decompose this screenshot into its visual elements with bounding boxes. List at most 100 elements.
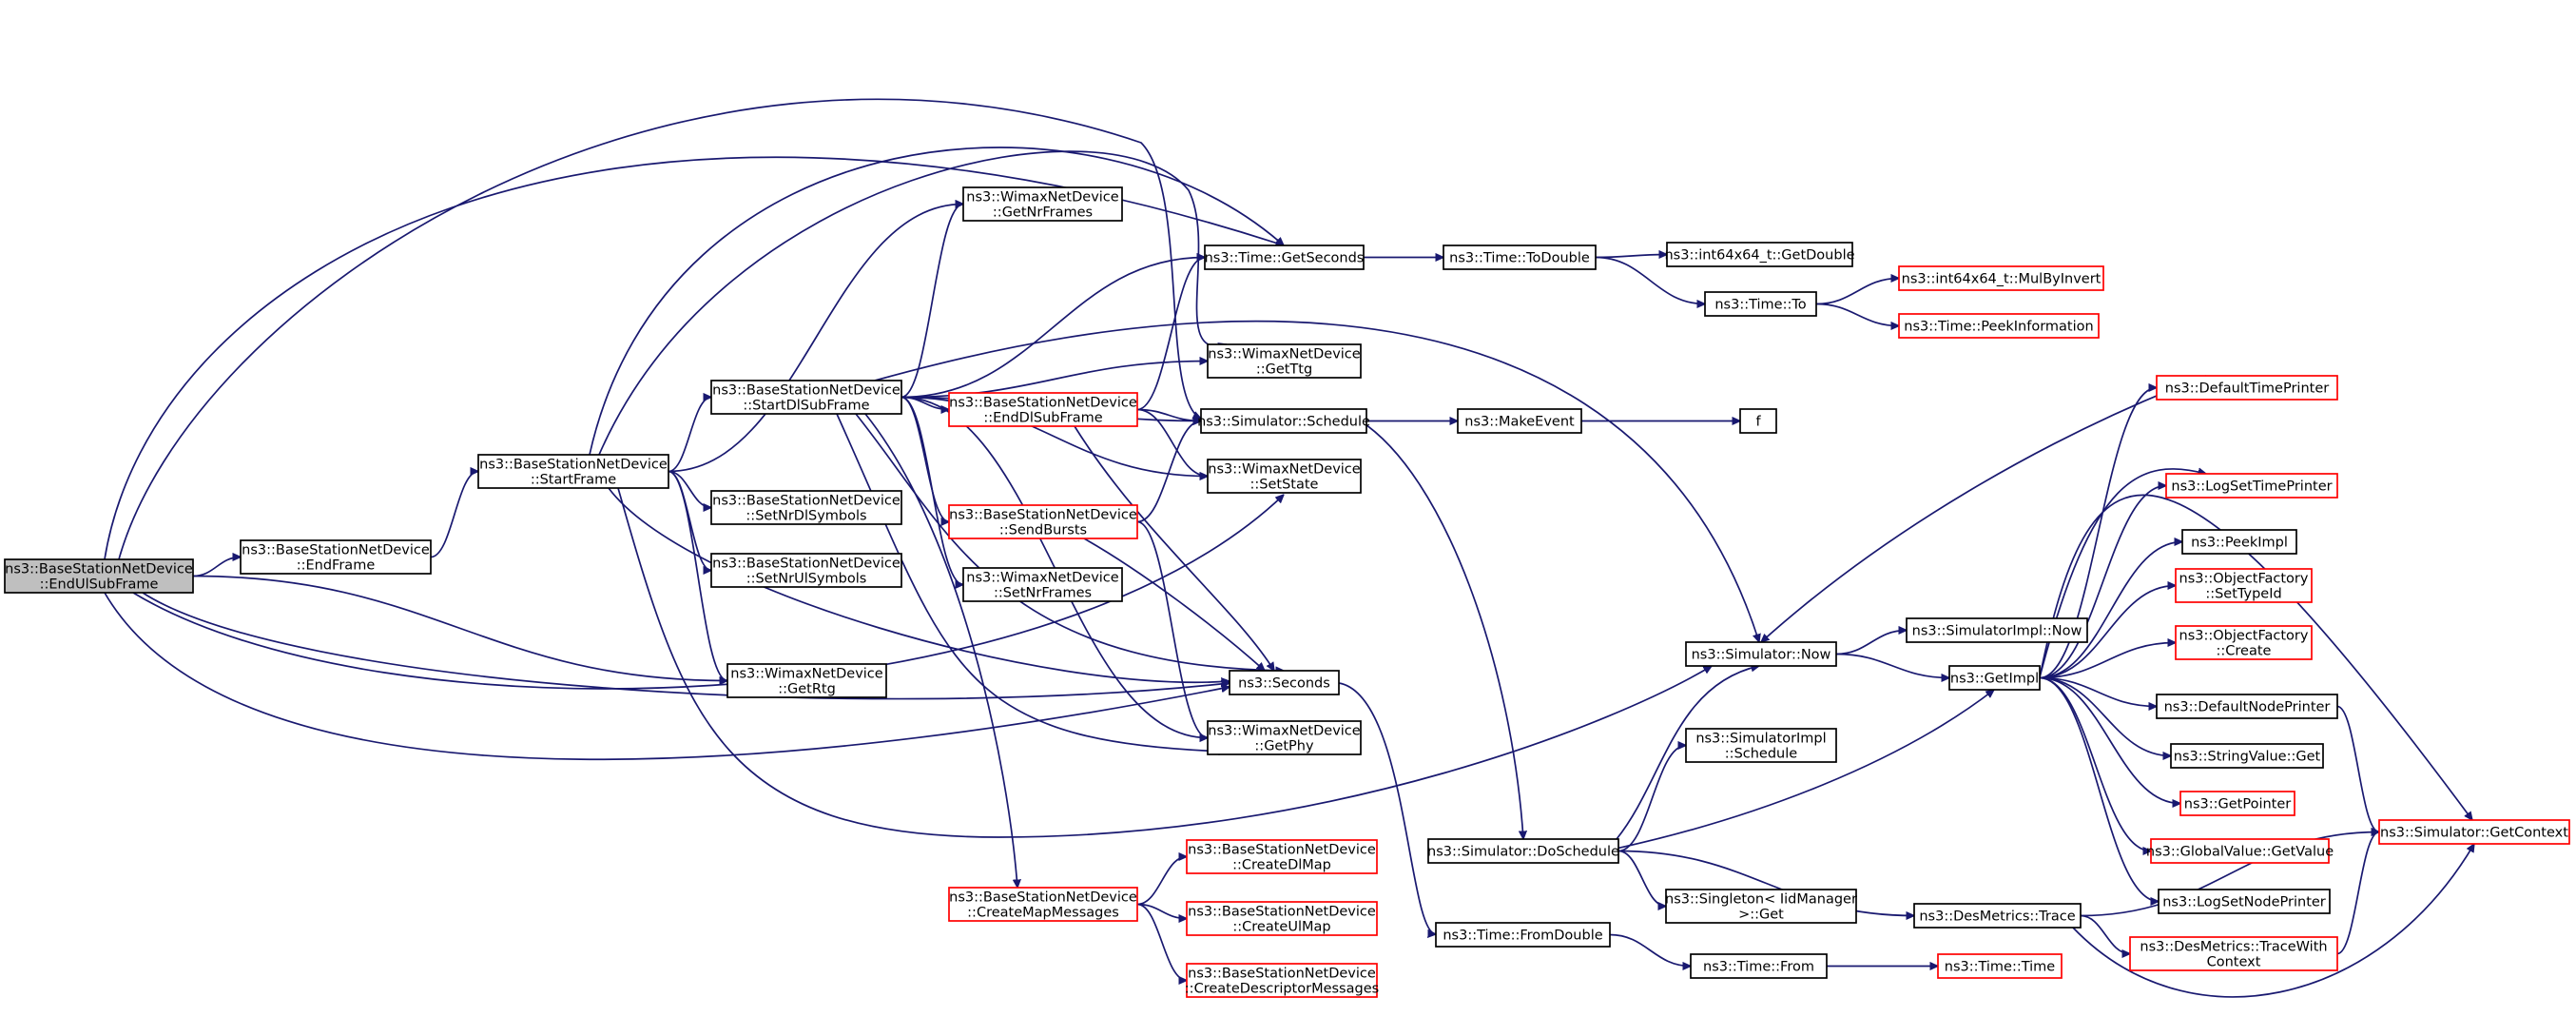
edge-sendbursts-to-schedule	[1136, 421, 1201, 523]
edge-doschedule-to-implschedule	[1617, 746, 1686, 852]
node-peekimpl[interactable]: ns3::PeekImpl	[2181, 529, 2297, 555]
node-label: ns3::Time::PeekInformation	[1904, 320, 2093, 335]
node-singleton[interactable]: ns3::Singleton< IidManager>::Get	[1665, 889, 1857, 924]
node-getrtg[interactable]: ns3::WimaxNetDevice::GetRtg	[726, 663, 887, 698]
node-label: ns3::Simulator::DoSchedule	[1427, 845, 1619, 860]
edge-createmap-to-createdl	[1136, 857, 1187, 906]
node-startdl[interactable]: ns3::BaseStationNetDevice::StartDlSubFra…	[710, 380, 902, 415]
node-getpointer[interactable]: ns3::GetPointer	[2179, 791, 2295, 816]
node-createul[interactable]: ns3::BaseStationNetDevice::CreateUlMap	[1186, 901, 1378, 936]
node-label: ns3::WimaxNetDevice	[966, 571, 1118, 586]
node-timeto[interactable]: ns3::Time::To	[1704, 291, 1817, 317]
node-label: ns3::WimaxNetDevice	[1208, 462, 1360, 478]
node-peekinfo[interactable]: ns3::Time::PeekInformation	[1898, 313, 2100, 339]
node-label: ns3::Time::Time	[1945, 960, 2056, 975]
node-label: ns3::GlobalValue::GetValue	[2146, 845, 2334, 860]
node-fromdouble[interactable]: ns3::Time::FromDouble	[1435, 922, 1611, 948]
node-sendbursts[interactable]: ns3::BaseStationNetDevice::SendBursts	[948, 504, 1138, 539]
node-label: ::SendBursts	[999, 523, 1087, 538]
node-label: ns3::DesMetrics::TraceWith	[2140, 940, 2327, 955]
node-label: ns3::ObjectFactory	[2179, 629, 2309, 644]
node-label: ns3::Singleton< IidManager	[1665, 892, 1857, 908]
edge-seconds-to-fromdouble	[1338, 682, 1436, 934]
node-setnrdl[interactable]: ns3::BaseStationNetDevice::SetNrDlSymbol…	[710, 490, 902, 525]
node-implnow[interactable]: ns3::SimulatorImpl::Now	[1906, 617, 2088, 643]
node-createmap[interactable]: ns3::BaseStationNetDevice::CreateMapMess…	[948, 887, 1138, 922]
node-timetime[interactable]: ns3::Time::Time	[1937, 953, 2063, 979]
call-nodes: ns3::BaseStationNetDevice::EndUlSubFrame…	[4, 186, 2570, 998]
node-destrace[interactable]: ns3::DesMetrics::Trace	[1913, 903, 2082, 929]
node-label: ::EndFrame	[297, 558, 376, 574]
node-label: ns3::MakeEvent	[1464, 415, 1575, 430]
node-getdouble[interactable]: ns3::int64x64_t::GetDouble	[1664, 242, 1855, 267]
node-todouble[interactable]: ns3::Time::ToDouble	[1443, 244, 1597, 270]
node-label: ns3::int64x64_t::MulByInvert	[1902, 272, 2101, 287]
edge-enddl-to-setstate	[1136, 408, 1208, 477]
node-createdesc[interactable]: ns3::BaseStationNetDevice::CreateDescrip…	[1185, 963, 1379, 998]
edge-doschedule-to-singleton	[1617, 850, 1666, 907]
node-label: ::SetNrUlSymbols	[746, 572, 867, 587]
node-label: ns3::BaseStationNetDevice	[1188, 967, 1376, 982]
edge-startdl-to-getnrframes	[901, 205, 963, 399]
node-getphy[interactable]: ns3::WimaxNetDevice::GetPhy	[1207, 720, 1362, 755]
node-label: ::GetTtg	[1256, 362, 1312, 378]
node-mulbyinvert[interactable]: ns3::int64x64_t::MulByInvert	[1898, 265, 2104, 291]
node-globalvalue[interactable]: ns3::GlobalValue::GetValue	[2146, 838, 2334, 864]
node-f[interactable]: f	[1739, 408, 1777, 434]
node-getnrframes[interactable]: ns3::WimaxNetDevice::GetNrFrames	[962, 186, 1123, 222]
node-getcontext[interactable]: ns3::Simulator::GetContext	[2378, 819, 2570, 845]
node-implschedule[interactable]: ns3::SimulatorImpl::Schedule	[1685, 728, 1837, 763]
node-endframe[interactable]: ns3::BaseStationNetDevice::EndFrame	[240, 539, 432, 575]
edge-startframe-to-getseconds	[589, 147, 1284, 456]
node-now[interactable]: ns3::Simulator::Now	[1685, 641, 1837, 667]
node-timefrom[interactable]: ns3::Time::From	[1690, 953, 1828, 979]
node-settypeid[interactable]: ns3::ObjectFactory::SetTypeId	[2175, 568, 2313, 603]
edge-startframe-to-getttg	[598, 150, 1227, 456]
edge-endframe-to-startframe	[430, 472, 478, 558]
node-enddl[interactable]: ns3::BaseStationNetDevice::EndDlSubFrame	[948, 392, 1138, 427]
edge-todouble-to-getdouble	[1595, 255, 1667, 258]
node-label: ns3::Time::GetSeconds	[1205, 251, 1365, 266]
edge-doschedule-to-now	[1616, 666, 1759, 840]
node-label: >::Get	[1738, 908, 1784, 923]
node-defaulttimeprinter[interactable]: ns3::DefaultTimePrinter	[2156, 375, 2338, 401]
edge-timeto-to-peekinfo	[1815, 303, 1899, 326]
node-label: ::SetNrDlSymbols	[746, 509, 866, 524]
node-setnrframes[interactable]: ns3::WimaxNetDevice::SetNrFrames	[962, 567, 1123, 602]
edge-doschedule-to-getimpl	[1606, 690, 1994, 851]
edge-tracewithcontext-to-getcontext	[2336, 832, 2379, 955]
node-getimpl[interactable]: ns3::GetImpl	[1948, 665, 2041, 691]
edge-now-to-getimpl	[1835, 653, 1949, 678]
edge-sendbursts-to-seconds	[1083, 538, 1265, 671]
edge-startdl-to-sendbursts	[901, 396, 949, 522]
edge-startdl-to-createmap	[864, 413, 1017, 888]
node-setstate[interactable]: ns3::WimaxNetDevice::SetState	[1207, 459, 1362, 494]
node-label: ns3::Seconds	[1238, 676, 1330, 692]
node-startframe[interactable]: ns3::BaseStationNetDevice::StartFrame	[477, 454, 669, 489]
node-label: ns3::Simulator::Schedule	[1197, 415, 1370, 430]
node-getseconds[interactable]: ns3::Time::GetSeconds	[1204, 244, 1365, 270]
node-setnrul[interactable]: ns3::BaseStationNetDevice::SetNrUlSymbol…	[710, 553, 902, 588]
node-label: ::Schedule	[1725, 747, 1797, 762]
node-stringvalue[interactable]: ns3::StringValue::Get	[2170, 743, 2324, 769]
node-logsettimeprinter[interactable]: ns3::LogSetTimePrinter	[2165, 473, 2338, 499]
node-defaultnodeprinter[interactable]: ns3::DefaultNodePrinter	[2156, 694, 2338, 719]
node-getttg[interactable]: ns3::WimaxNetDevice::GetTtg	[1207, 343, 1362, 379]
node-seconds[interactable]: ns3::Seconds	[1229, 670, 1340, 695]
node-label: ::CreateDlMap	[1232, 858, 1331, 873]
node-createdl[interactable]: ns3::BaseStationNetDevice::CreateDlMap	[1186, 839, 1378, 874]
node-label: ns3::BaseStationNetDevice	[1188, 905, 1376, 920]
node-label: ::CreateDescriptorMessages	[1185, 982, 1379, 997]
node-label: ns3::Time::ToDouble	[1449, 251, 1590, 266]
node-schedule[interactable]: ns3::Simulator::Schedule	[1197, 408, 1370, 434]
node-doschedule[interactable]: ns3::Simulator::DoSchedule	[1427, 838, 1619, 864]
edge-startframe-to-getrtg	[668, 470, 727, 681]
node-label: f	[1755, 415, 1761, 430]
node-makeevent[interactable]: ns3::MakeEvent	[1457, 408, 1582, 434]
edge-getimpl-to-getcontext	[2039, 494, 2472, 820]
edge-schedule-to-doschedule	[1359, 420, 1523, 839]
node-logsetnodeprinter[interactable]: ns3::LogSetNodePrinter	[2158, 889, 2331, 914]
node-ofcreate[interactable]: ns3::ObjectFactory::Create	[2175, 625, 2313, 660]
